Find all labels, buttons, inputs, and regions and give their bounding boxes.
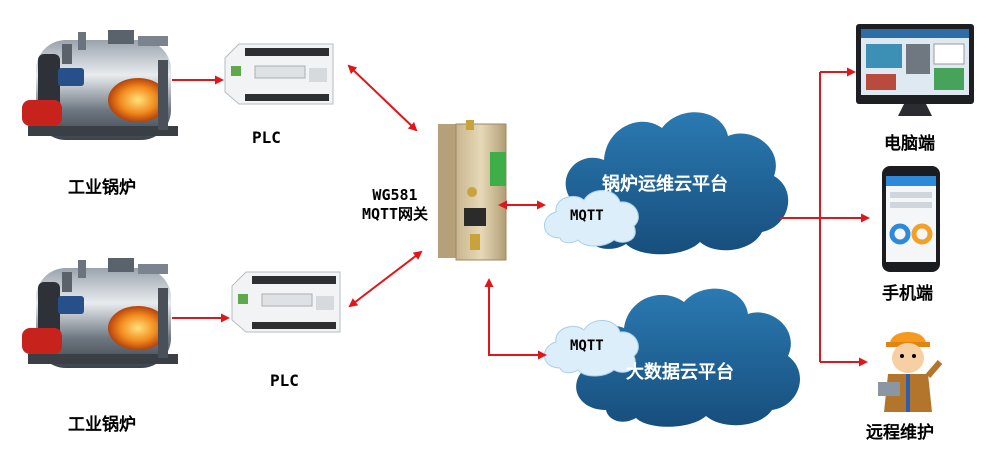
computer-label: 电脑端 — [884, 134, 935, 154]
smartphone-icon — [882, 166, 940, 272]
engineer-label: 远程维护 — [866, 423, 934, 443]
boiler-bottom-label: 工业锅炉 — [68, 415, 136, 435]
cloud-bigdata-platform — [576, 288, 800, 427]
mqtt-top-label: MQTT — [570, 208, 604, 224]
gateway-label: WG581 MQTT网关 — [352, 186, 438, 224]
gateway-label-line1: WG581 — [372, 186, 418, 204]
gateway-device-icon — [438, 120, 507, 261]
mqtt-bottom-label: MQTT — [570, 338, 604, 354]
industrial-boiler-icon — [22, 30, 178, 140]
engineer-icon — [878, 332, 943, 412]
mqtt-cloud-top — [544, 190, 639, 247]
cloud-bottom-label: 大数据云平台 — [626, 362, 734, 383]
cloud-top-label: 锅炉运维云平台 — [602, 174, 728, 195]
plc-icon — [224, 43, 334, 105]
phone-label: 手机端 — [882, 284, 933, 304]
plc-bottom-label: PLC — [270, 371, 299, 390]
boiler-top-label: 工业锅炉 — [68, 178, 136, 198]
plc-top-label: PLC — [252, 128, 281, 147]
mqtt-cloud-bottom — [544, 320, 639, 377]
gateway-label-line2: MQTT网关 — [361, 205, 429, 223]
connector-arrows — [172, 64, 870, 367]
industrial-boiler-icon — [22, 258, 178, 368]
monitor-icon — [856, 24, 974, 116]
plc-icon — [231, 271, 341, 333]
